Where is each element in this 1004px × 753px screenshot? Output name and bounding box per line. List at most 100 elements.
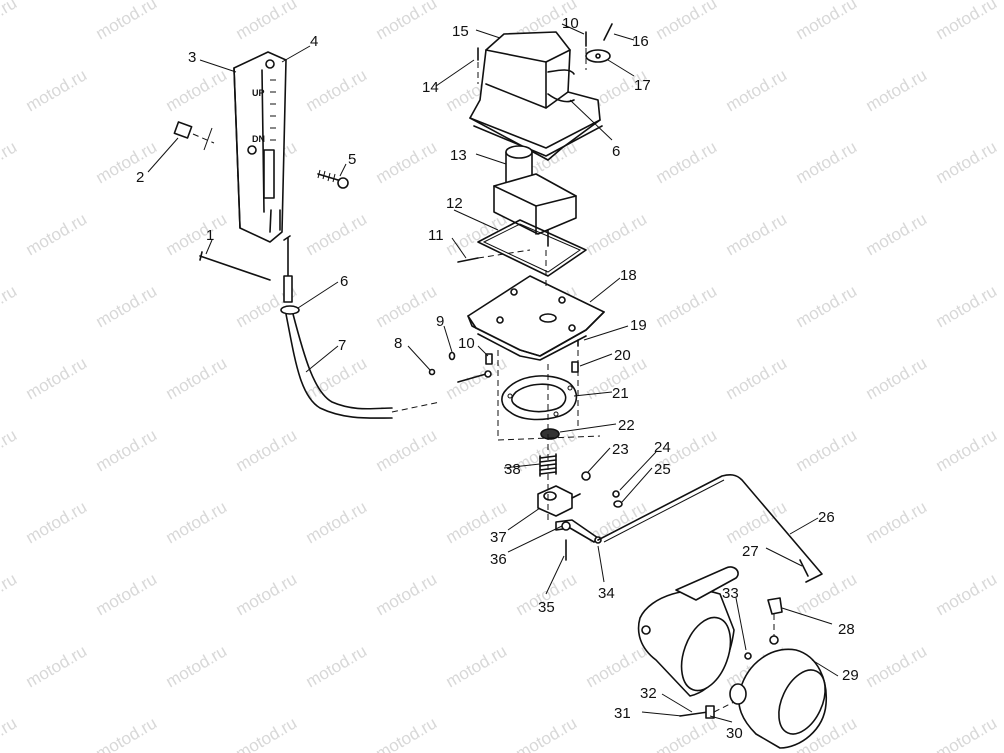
part-label-p3: 3 — [188, 49, 196, 66]
watermark-text: motod.ru — [0, 713, 20, 753]
watermark-text: motod.ru — [723, 497, 791, 547]
leader-lines — [147, 23, 839, 723]
part-label-p33: 33 — [722, 585, 739, 602]
watermark-text: motod.ru — [373, 569, 441, 619]
rod-part-1 — [199, 251, 271, 281]
watermark-text: motod.ru — [233, 0, 301, 43]
screw-part-5 — [317, 169, 349, 189]
part-label-p6b: 6 — [612, 143, 620, 160]
watermark-text: motod.ru — [653, 137, 721, 187]
watermark-text: motod.ru — [93, 569, 161, 619]
watermark-text: motod.ru — [933, 137, 1001, 187]
watermark-text: motod.ru — [653, 0, 721, 43]
watermark-text: motod.ru — [0, 0, 20, 43]
watermark-text: motod.ru — [863, 497, 931, 547]
part-label-p12: 12 — [446, 195, 463, 212]
part-label-p6a: 6 — [340, 273, 348, 290]
part-label-p37: 37 — [490, 529, 507, 546]
watermark-text: motod.ru — [443, 353, 511, 403]
gasket-part-21 — [501, 375, 578, 421]
watermark-text: motod.ru — [653, 713, 721, 753]
base-plate-part-18 — [467, 275, 605, 361]
link-rod-part-26 — [597, 474, 823, 583]
watermark-text: motod.ru — [233, 713, 301, 753]
part-label-p11: 11 — [428, 227, 444, 244]
part-label-p10a: 10 — [562, 15, 579, 32]
part-label-p18: 18 — [620, 267, 637, 284]
part-label-p22: 22 — [618, 417, 635, 434]
watermark-text: motod.ru — [0, 137, 20, 187]
watermark-text: motod.ru — [863, 209, 931, 259]
part-label-p2: 2 — [136, 169, 144, 186]
watermark-text: motod.ru — [723, 353, 791, 403]
watermark-text: motod.ru — [793, 0, 861, 43]
watermark-text: motod.ru — [373, 425, 441, 475]
parts-28-31-32 — [679, 597, 783, 719]
watermark-text: motod.ru — [0, 281, 20, 331]
part-label-p27: 27 — [742, 543, 759, 560]
watermark-text: motod.ru — [93, 713, 161, 753]
part-label-p8: 8 — [394, 335, 402, 352]
watermark-text: motod.ru — [23, 641, 91, 691]
watermark-text: motod.ru — [93, 425, 161, 475]
watermark-text: motod.ru — [163, 353, 231, 403]
watermark-text: motod.ru — [233, 569, 301, 619]
watermark-text: motod.ru — [723, 209, 791, 259]
watermark-text: motod.ru — [863, 65, 931, 115]
watermark-text: motod.ru — [373, 281, 441, 331]
screw-part-2 — [173, 121, 215, 151]
watermark-text: motod.ru — [303, 353, 371, 403]
gasket-part-12 — [477, 219, 587, 277]
part-label-p16: 16 — [632, 33, 649, 50]
part-label-p9: 9 — [436, 313, 444, 330]
part-label-p31: 31 — [614, 705, 631, 722]
part-label-p19: 19 — [630, 317, 647, 334]
plate-screws — [485, 339, 579, 373]
watermark-text: motod.ru — [23, 65, 91, 115]
part-label-p34: 34 — [598, 585, 615, 602]
watermark-text: motod.ru — [793, 281, 861, 331]
part-label-p30: 30 — [726, 725, 743, 742]
valve-part-37 — [537, 485, 581, 517]
watermark-text: motod.ru — [653, 281, 721, 331]
nozzle-upper — [637, 566, 739, 697]
watermark-text: motod.ru — [93, 137, 161, 187]
watermark-text: motod.ru — [373, 0, 441, 43]
nozzle-part-29 — [729, 635, 828, 749]
part-label-p21: 21 — [612, 385, 629, 402]
watermark-text: motod.ru — [23, 209, 91, 259]
watermark-text: motod.ru — [303, 497, 371, 547]
watermark-text: motod.ru — [443, 641, 511, 691]
part-label-p15: 15 — [452, 23, 469, 40]
watermark-text: motod.ru — [933, 569, 1001, 619]
part-label-p5: 5 — [348, 151, 356, 168]
plate-dn-label: DN — [252, 134, 265, 144]
watermark-text: motod.ru — [793, 425, 861, 475]
watermark-text: motod.ru — [93, 281, 161, 331]
part-label-p23: 23 — [612, 441, 629, 458]
watermark-text: motod.ru — [513, 713, 581, 753]
watermark-text: motod.ru — [233, 425, 301, 475]
part-label-p28: 28 — [838, 621, 855, 638]
cover-hardware — [477, 23, 613, 84]
part-label-p4: 4 — [310, 33, 318, 50]
watermark-text: motod.ru — [863, 353, 931, 403]
part-label-p14: 14 — [422, 79, 439, 96]
part-label-p29: 29 — [842, 667, 859, 684]
watermark-text: motod.ru — [933, 425, 1001, 475]
part-label-p20: 20 — [614, 347, 631, 364]
watermark-text: motod.ru — [163, 65, 231, 115]
watermark-text: motod.ru — [303, 641, 371, 691]
part-label-p7: 7 — [338, 337, 346, 354]
part-label-p36: 36 — [490, 551, 507, 568]
assembly-axis — [497, 250, 601, 520]
part-label-p1: 1 — [206, 227, 214, 244]
watermark-text: motod.ru — [0, 425, 20, 475]
watermark-text: motod.ru — [583, 641, 651, 691]
watermark-text: motod.ru — [933, 713, 1001, 753]
watermark-text: motod.ru — [723, 65, 791, 115]
watermark-text: motod.ru — [583, 209, 651, 259]
part-label-p38: 38 — [504, 461, 521, 478]
watermark-text: motod.ru — [163, 497, 231, 547]
